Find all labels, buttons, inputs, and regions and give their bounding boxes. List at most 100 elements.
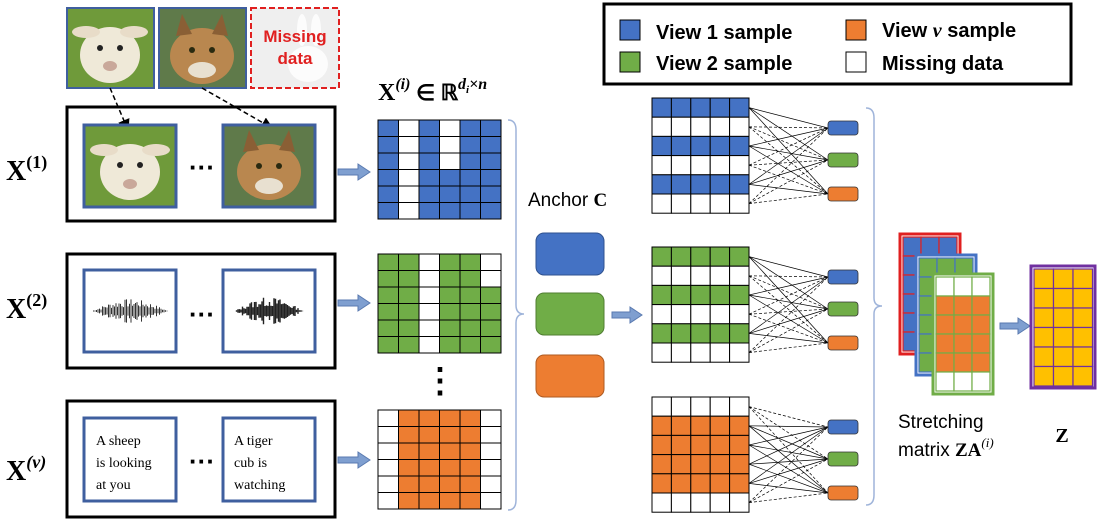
graph-matrix-cell bbox=[670, 492, 692, 513]
missing-tag-line2: data bbox=[278, 49, 314, 68]
graph-edge bbox=[748, 276, 829, 296]
stretch-cell bbox=[902, 236, 922, 257]
graph-matrix-cell bbox=[651, 97, 672, 118]
matrix-cell bbox=[439, 336, 461, 354]
right-arrow-icon bbox=[337, 163, 371, 469]
stretch-cell bbox=[971, 314, 991, 335]
matrix-cell bbox=[459, 319, 481, 337]
graph-edge bbox=[748, 256, 829, 278]
graph-anchor-node bbox=[827, 186, 859, 202]
graph-matrix-cell bbox=[709, 135, 731, 157]
graph-edge bbox=[748, 313, 829, 344]
graph-edge bbox=[748, 294, 829, 310]
matrix-cell bbox=[439, 270, 461, 288]
graph-matrix-cell bbox=[670, 174, 692, 195]
anchor-label: Anchor C bbox=[528, 190, 607, 211]
matrix-cell bbox=[439, 253, 461, 271]
graph-matrix-cell bbox=[690, 492, 711, 513]
stretch-cell bbox=[935, 333, 955, 354]
matrix-cell bbox=[459, 409, 481, 427]
matrix-cell bbox=[398, 152, 420, 170]
z-matrix-cell bbox=[1072, 268, 1094, 290]
matrix-cell bbox=[480, 409, 502, 427]
ellipsis-rowv: ··· bbox=[189, 446, 215, 476]
matrix-cell bbox=[398, 253, 420, 271]
graph-edge bbox=[748, 483, 829, 494]
anchor-green bbox=[535, 292, 605, 336]
audio-sample-1 bbox=[82, 268, 178, 354]
graph-matrix-cell bbox=[651, 246, 672, 267]
matrix-cell bbox=[439, 492, 461, 510]
matrix-cell bbox=[459, 152, 481, 170]
matrix-cell bbox=[459, 492, 481, 510]
z-matrix-cell bbox=[1033, 365, 1055, 387]
graph-matrix-cell bbox=[651, 342, 672, 363]
matrix-cell bbox=[398, 459, 420, 477]
graph-matrix-cell bbox=[729, 342, 750, 363]
graph-matrix-cell bbox=[670, 304, 692, 325]
matrix-cell bbox=[377, 202, 399, 220]
matrix-cell bbox=[377, 152, 399, 170]
graph-matrix-cell bbox=[709, 454, 731, 475]
graph-edge bbox=[748, 107, 829, 195]
svg-text:cub is: cub is bbox=[234, 456, 267, 471]
matrix-cell bbox=[459, 426, 481, 444]
matrix-cell bbox=[377, 303, 399, 321]
matrix-cell bbox=[377, 492, 399, 510]
graph-matrix-cell bbox=[651, 323, 672, 344]
graph-matrix-cell bbox=[670, 97, 692, 118]
graph-edge bbox=[748, 126, 829, 195]
graph-matrix-cell bbox=[670, 473, 692, 494]
legend-missing: Missing data bbox=[882, 53, 1004, 75]
legend-view2: View 2 sample bbox=[656, 53, 792, 75]
graph-edge bbox=[748, 406, 829, 494]
graph-matrix-cell bbox=[729, 434, 750, 456]
graph-matrix-cell bbox=[690, 284, 711, 306]
matrix-cell bbox=[398, 336, 420, 354]
graph-matrix-cell bbox=[729, 492, 750, 513]
z-matrix-cell bbox=[1052, 346, 1074, 368]
graph-edge bbox=[748, 275, 829, 344]
graph-edge bbox=[748, 463, 829, 494]
graph-edge bbox=[748, 276, 829, 315]
z-matrix-cell bbox=[1033, 326, 1055, 348]
z-matrix-cell bbox=[1072, 326, 1094, 348]
matrix-cell bbox=[398, 119, 420, 137]
matrix-cell bbox=[480, 475, 502, 493]
graph-edge bbox=[748, 333, 829, 344]
z-matrix-cell bbox=[1052, 287, 1074, 309]
matrix-cell bbox=[418, 475, 440, 493]
graph-matrix-cell bbox=[670, 265, 692, 286]
lamb-photo-top bbox=[66, 7, 155, 89]
matrix-cell bbox=[418, 492, 440, 510]
graph-matrix-cell bbox=[729, 396, 750, 417]
matrix-cell bbox=[439, 319, 461, 337]
matrix-cell bbox=[418, 459, 440, 477]
graph-edge bbox=[748, 308, 829, 315]
graph-matrix-cell bbox=[690, 174, 711, 195]
lynx-photo-inner bbox=[221, 123, 317, 209]
graph-matrix-cell bbox=[651, 193, 672, 214]
graph-matrix-cell bbox=[651, 492, 672, 513]
graph-edge bbox=[748, 127, 829, 185]
row-label-x1: X(1) bbox=[6, 152, 47, 187]
matrix-cell bbox=[459, 303, 481, 321]
matrix-cell bbox=[480, 442, 502, 460]
graph-anchor-node bbox=[827, 152, 859, 168]
graph-matrix-cell bbox=[709, 174, 731, 195]
data-matrix-view2 bbox=[377, 253, 502, 354]
audio-waveform-icon bbox=[235, 297, 304, 325]
matrix-cell bbox=[418, 119, 440, 137]
matrix-cell bbox=[377, 442, 399, 460]
matrix-cell bbox=[459, 202, 481, 220]
matrix-cell bbox=[418, 319, 440, 337]
matrix-cell bbox=[377, 336, 399, 354]
legend-viewv: View v sample bbox=[882, 20, 1016, 42]
graph-edge bbox=[748, 256, 829, 310]
graph-matrix-cell bbox=[690, 434, 711, 456]
z-matrix bbox=[1029, 264, 1097, 390]
graph-edge bbox=[748, 256, 829, 344]
text-sample-2: A tiger cub is watching bbox=[221, 416, 317, 503]
z-matrix-cell bbox=[1052, 268, 1074, 290]
